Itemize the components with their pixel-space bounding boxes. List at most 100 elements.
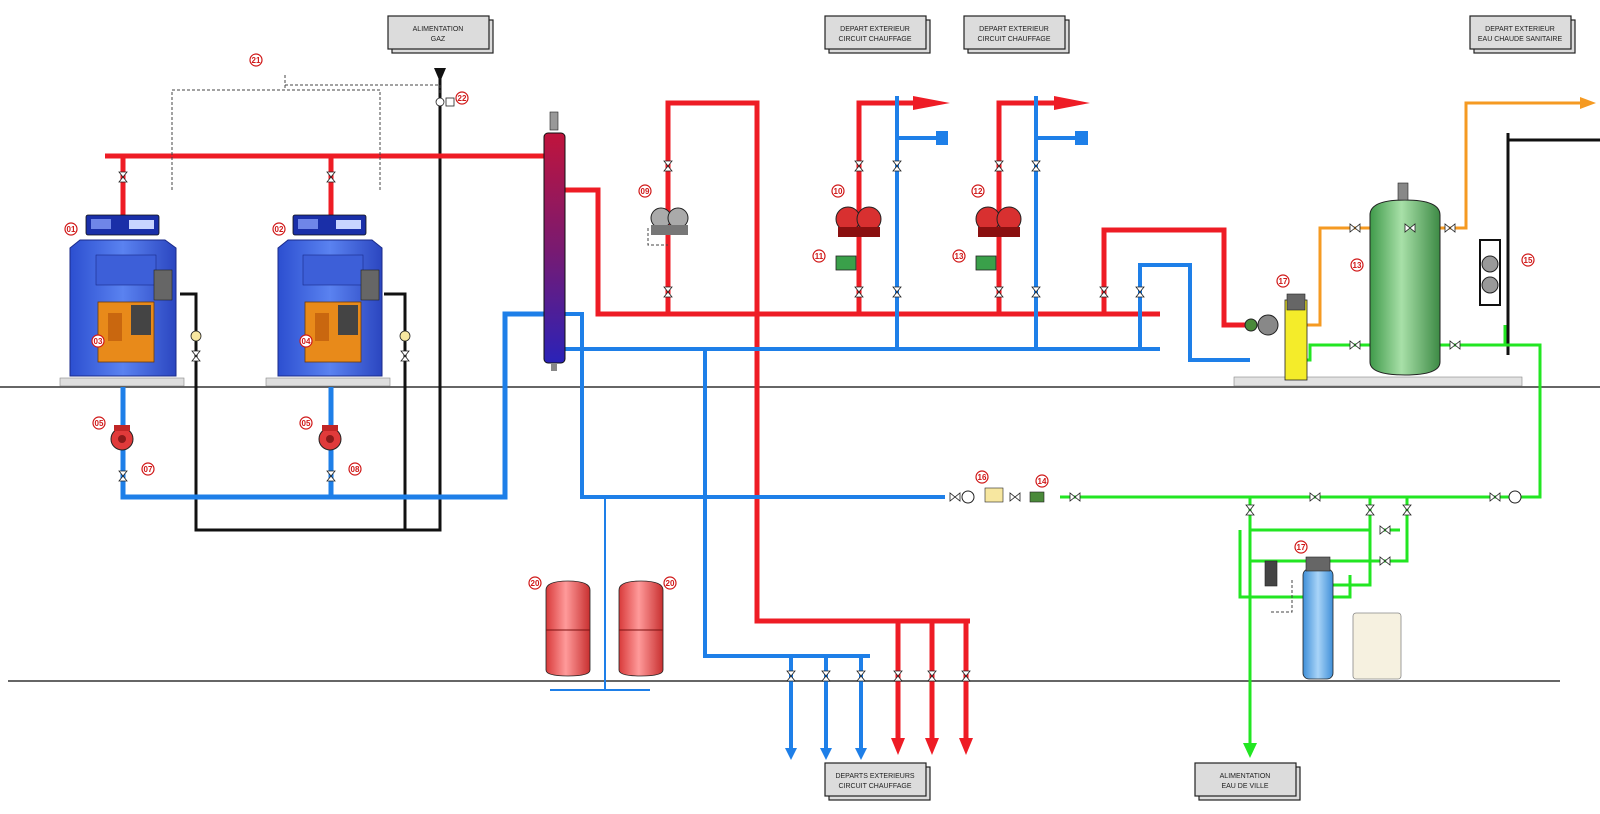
dhw-pipes: [1305, 97, 1596, 327]
marker-number: 09: [641, 187, 650, 196]
storage-tank-icon: [1369, 199, 1441, 376]
hydraulic-separator-icon: [543, 132, 566, 364]
marker-12: 12: [971, 184, 985, 198]
marker-number: 15: [1524, 256, 1533, 265]
boiler-1: [69, 214, 177, 377]
marker-11: 11: [812, 249, 826, 263]
cold-water-pipes: [1060, 325, 1542, 758]
marker-number: 05: [95, 419, 104, 428]
valve-icon: [1402, 504, 1412, 516]
label-line-1: DEPARTS EXTERIEURS: [835, 773, 914, 780]
valve-icon: [821, 670, 831, 682]
marker-16: 16: [975, 470, 989, 484]
label-line-1: DEPART EXTERIEUR: [840, 26, 910, 33]
marker-number: 21: [252, 56, 261, 65]
marker-05b: 05: [299, 416, 313, 430]
valve-icon: [1444, 223, 1456, 233]
valve-icon: [663, 160, 673, 172]
valve-icon: [663, 286, 673, 298]
valve-icon: [1069, 492, 1081, 502]
marker-number: 05: [302, 419, 311, 428]
marker-number: 04: [302, 337, 311, 346]
valve-icon: [326, 470, 336, 482]
valve-icon: [892, 160, 902, 172]
marker-number: 02: [275, 225, 284, 234]
valve-icon: [786, 670, 796, 682]
label-depart-ecs: DEPART EXTERIEUR EAU CHAUDE SANITAIRE: [1469, 15, 1576, 54]
marker-number: 11: [815, 252, 824, 261]
valve-icon: [118, 470, 128, 482]
water-softener-icon: [1302, 568, 1334, 680]
marker-number: 13: [1353, 261, 1362, 270]
label-line-1: DEPART EXTERIEUR: [1485, 26, 1555, 33]
pump-group-10: [835, 206, 882, 271]
valve-icon: [1245, 504, 1255, 516]
marker-13b: 13: [1350, 258, 1364, 272]
marker-number: 17: [1297, 543, 1306, 552]
valve-icon: [1489, 492, 1501, 502]
valve-icon: [326, 171, 336, 183]
valve-icon: [1349, 340, 1361, 350]
valve-icon: [1349, 223, 1361, 233]
marker-number: 17: [1279, 277, 1288, 286]
pump-boiler-2: [318, 425, 342, 451]
hot-pipes: [105, 96, 1250, 755]
valve-icon: [1379, 525, 1391, 535]
marker-17a: 17: [1276, 274, 1290, 288]
valve-icon: [949, 492, 961, 502]
marker-20b: 20: [663, 576, 677, 590]
label-depart-circuit-2: DEPART EXTERIEUR CIRCUIT CHAUFFAGE: [963, 15, 1070, 54]
marker-number: 10: [834, 187, 843, 196]
marker-14: 14: [1035, 474, 1049, 488]
valve-icon: [927, 670, 937, 682]
pump-group-15: [1479, 239, 1501, 306]
marker-number: 08: [351, 465, 360, 474]
valve-icon: [994, 286, 1004, 298]
valve-icon: [961, 670, 971, 682]
marker-10: 10: [831, 184, 845, 198]
water-softener: [1264, 556, 1402, 680]
marker-09: 09: [638, 184, 652, 198]
marker-22: 22: [455, 91, 469, 105]
hydraulic-separator: [543, 111, 566, 371]
boiler-icon: [277, 214, 383, 377]
valve-icon: [1135, 286, 1145, 298]
valve-icon: [892, 286, 902, 298]
marker-number: 14: [1038, 477, 1047, 486]
marker-01: 01: [64, 222, 78, 236]
valve-icon: [1099, 286, 1109, 298]
marker-02: 02: [272, 222, 286, 236]
dhw-controller: [1244, 293, 1308, 381]
expansion-vessel-2: [618, 580, 664, 677]
label-line-1: ALIMENTATION: [1220, 773, 1271, 780]
pump-boiler-1: [110, 425, 134, 451]
marker-05a: 05: [92, 416, 106, 430]
marker-20a: 20: [528, 576, 542, 590]
marker-number: 07: [144, 465, 153, 474]
marker-04: 04: [299, 334, 313, 348]
valve-icon: [118, 171, 128, 183]
valve-icon: [1031, 286, 1041, 298]
valve-icon: [1449, 340, 1461, 350]
water-line-devices: [961, 487, 1522, 504]
marker-number: 01: [67, 225, 76, 234]
marker-13a: 13: [952, 249, 966, 263]
valve-icon: [854, 160, 864, 172]
pump-group-09: [650, 207, 689, 235]
pump-group-12: [975, 206, 1022, 271]
marker-number: 03: [94, 337, 103, 346]
expansion-vessel-1: [545, 580, 591, 677]
label-line-2: CIRCUIT CHAUFFAGE: [839, 36, 912, 43]
label-line-2: EAU CHAUDE SANITAIRE: [1478, 36, 1563, 43]
label-alimentation-gaz: ALIMENTATION GAZ: [387, 15, 494, 54]
marker-number: 20: [531, 579, 540, 588]
label-line-2: CIRCUIT CHAUFFAGE: [978, 36, 1051, 43]
valve-icon: [1009, 492, 1021, 502]
gas-gauges: [190, 97, 455, 342]
marker-15: 15: [1521, 253, 1535, 267]
label-line-2: CIRCUIT CHAUFFAGE: [839, 783, 912, 790]
label-alimentation-eau: ALIMENTATION EAU DE VILLE: [1194, 762, 1301, 801]
boiler-icon: [69, 214, 177, 377]
marker-number: 22: [458, 94, 467, 103]
label-line-1: DEPART EXTERIEUR: [979, 26, 1049, 33]
